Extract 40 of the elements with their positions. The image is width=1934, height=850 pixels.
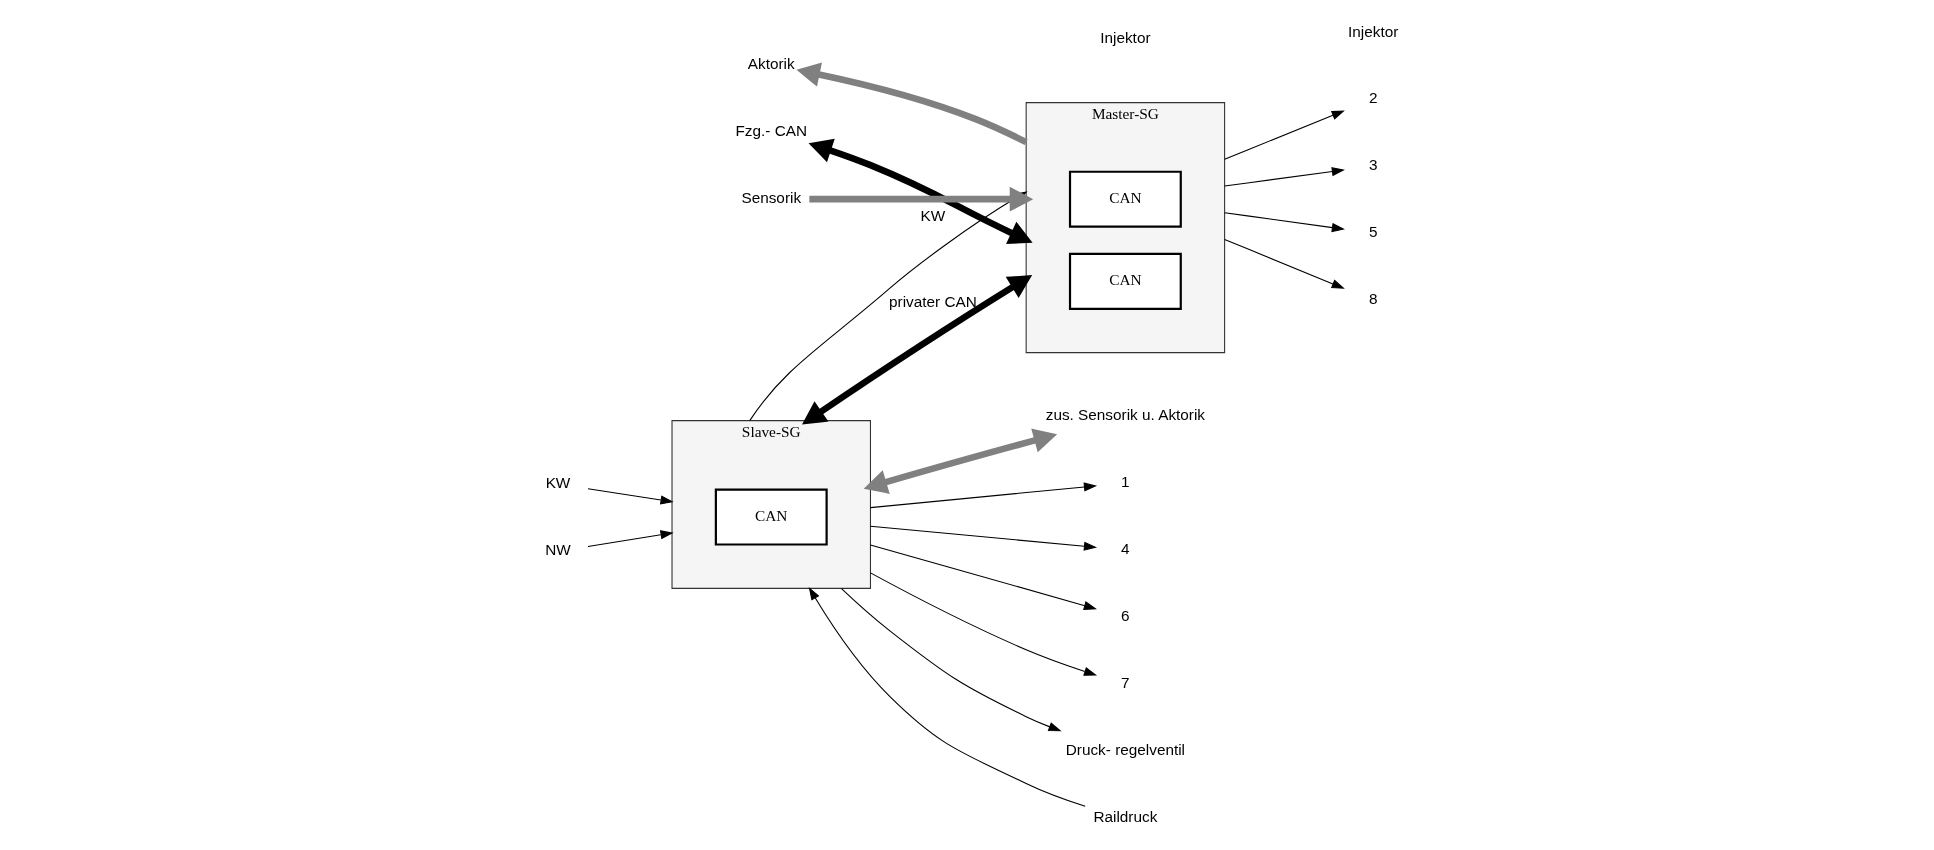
arrow [869,482,1097,509]
arrow [808,186,1033,212]
node-text: zus. Sensorik u. Aktorik [1045,406,1205,424]
node-text: Sensorik [740,189,801,207]
node-text: 7 [1120,673,1130,691]
node-text: 5 [1368,223,1377,241]
edge-label: KW [920,207,945,225]
node-text: 1 [1120,473,1130,491]
arrow [801,275,1032,425]
arrow [869,544,1097,610]
node-box: CAN [1068,170,1182,228]
arrow [586,530,674,547]
arrow [1223,167,1345,187]
node-text: 6 [1120,606,1130,624]
arrow [1223,212,1345,233]
node-text: Druck- regelventil [1065,740,1185,758]
arrow [586,488,674,505]
arrow [1223,238,1345,289]
arrow [1223,110,1345,160]
node-text: Raildruck [1092,807,1157,825]
node-box: CAN [1068,252,1182,310]
arrow [808,586,1086,807]
arrow [808,138,1033,245]
node-text: 2 [1368,89,1377,107]
node-text: KW [545,474,570,492]
arrow [795,62,1028,146]
node-text: Fzg.- CAN [734,122,807,140]
label: Injektor [1099,29,1151,47]
node-text: NW [544,541,571,559]
arrow [863,428,1057,494]
arrow [869,572,1097,676]
edge-label: privater CAN [888,292,977,310]
node-text: Aktorik [747,55,795,73]
arrow [840,587,1062,732]
node-box: CAN [714,488,828,546]
node-text: 4 [1120,540,1130,558]
node-text: 8 [1368,290,1377,308]
node-text: 3 [1368,156,1377,174]
arrow [869,525,1097,551]
label: Injektor [1347,22,1398,40]
